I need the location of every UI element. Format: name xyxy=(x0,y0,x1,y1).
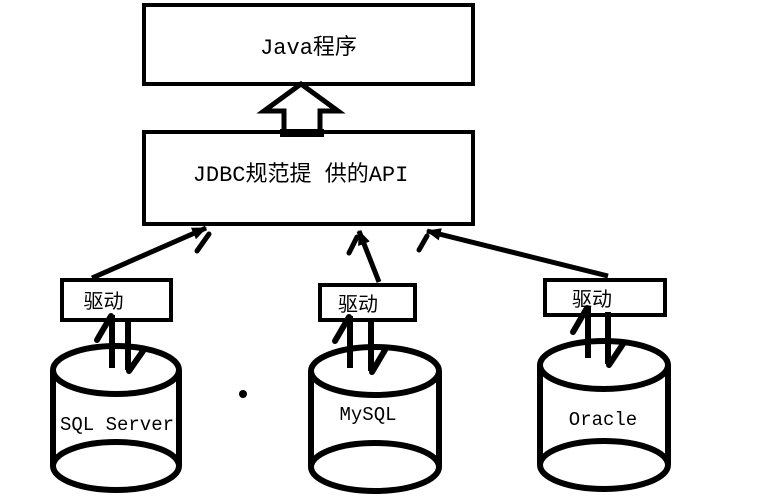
up-block-arrow xyxy=(256,80,346,137)
driver-label: 驱动 xyxy=(338,294,378,318)
down-arrow-barb xyxy=(369,347,388,375)
driver-box-oracle: 驱动 xyxy=(543,278,667,317)
arrow-tick xyxy=(194,231,212,254)
link-driver-db-mysql xyxy=(332,314,388,375)
jdbc-api-label: JDBC规范提 供的API xyxy=(192,163,409,188)
driver-label: 驱动 xyxy=(83,292,124,315)
driver-box-sqlserver: 驱动 xyxy=(60,278,173,322)
down-arrow-barb xyxy=(606,341,626,368)
driver-box-mysql: 驱动 xyxy=(318,283,417,322)
db-label-mysql: MySQL xyxy=(339,404,397,426)
arrow-tick xyxy=(346,234,360,256)
arrow-tick xyxy=(416,233,430,253)
db-label-sqlserver: SQL Server xyxy=(59,414,175,436)
down-arrow-barb xyxy=(126,348,146,374)
link-driver-db-sqlserver xyxy=(94,313,146,374)
arrow-driver1-to-api xyxy=(90,225,212,281)
stray-dot xyxy=(239,390,247,398)
db-label-oracle: Oracle xyxy=(568,409,638,431)
arrow-driver3-to-api xyxy=(416,228,609,279)
arrow-driver2-to-api xyxy=(346,229,382,283)
driver-label: 驱动 xyxy=(572,289,612,313)
java-program-box: Java程序 xyxy=(142,3,475,86)
java-program-label: Java程序 xyxy=(260,35,357,61)
jdbc-api-box: JDBC规范提 供的API xyxy=(142,130,475,226)
